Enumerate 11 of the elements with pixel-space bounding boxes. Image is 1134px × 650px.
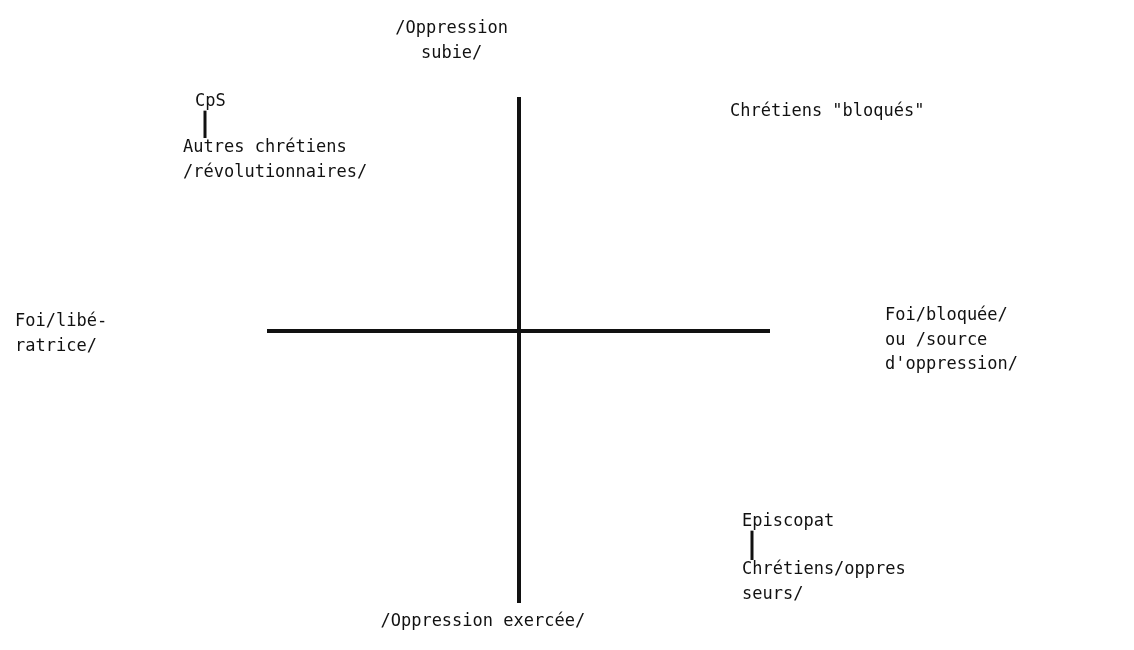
quadrant-label: Chrétiens "bloqués"	[730, 99, 926, 122]
group-label: Episcopat	[742, 508, 865, 533]
axis-label: /Oppression exercée/	[379, 609, 587, 632]
group-label: Autres chrétiens /révolutionnaires/	[183, 134, 398, 184]
axis-label: Foi/libé- ratrice/	[15, 309, 109, 357]
group-label: Chrétiens/oppres seurs/	[742, 556, 927, 606]
connector-line	[203, 110, 207, 138]
axis-label: /Oppression subie/	[394, 16, 509, 64]
connector-line	[750, 530, 754, 560]
axis-label: Foi/bloquée/ ou /source d'oppression/	[885, 303, 1020, 376]
group-label: CpS	[195, 88, 257, 113]
